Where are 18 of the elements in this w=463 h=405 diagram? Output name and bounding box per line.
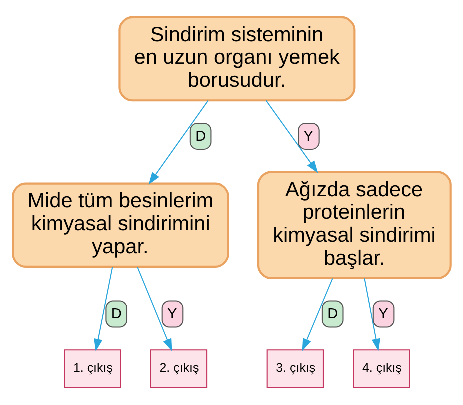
edge-label: Y (167, 306, 177, 323)
edge-label: Y (378, 306, 388, 323)
arrow (148, 100, 208, 185)
node-box: Ağızda sadece proteinlerin kimyasal sindirimi başlar. (256, 171, 452, 280)
edge-label: Y (303, 128, 313, 145)
edge-label: D (327, 306, 338, 323)
edge-label: D (110, 306, 122, 323)
node-box: 2. çıkış (150, 350, 208, 388)
node-box: 4. çıkış (352, 350, 410, 388)
arrow (94, 267, 113, 352)
node-box: 1. çıkış (64, 350, 121, 388)
node-box: Sindirim sisteminin en uzun organı yemek borusudur. (118, 16, 356, 102)
arrow (136, 267, 172, 352)
arrow (364, 278, 380, 352)
node-box: Mide tüm besinlerim kimyasal sindirimini yapar. (12, 182, 229, 268)
edge-label: D (195, 128, 206, 145)
node-box: 3. çıkış (266, 350, 324, 388)
arrow (302, 278, 333, 352)
